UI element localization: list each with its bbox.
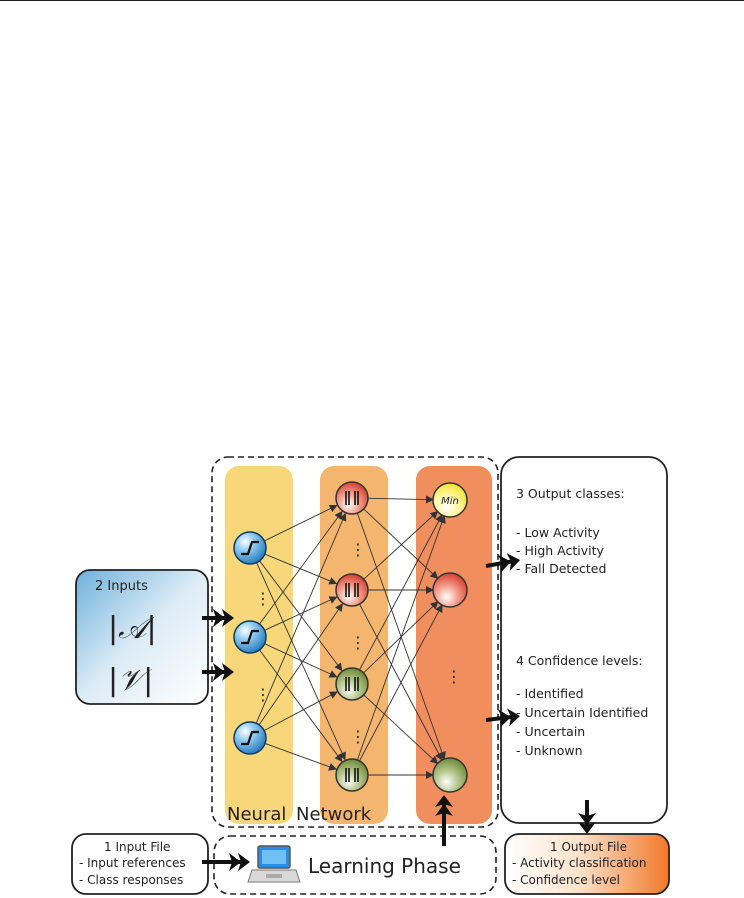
laptop-icon xyxy=(247,845,301,883)
input-neuron-1 xyxy=(233,531,267,565)
confidence-4: - Unknown xyxy=(516,743,583,758)
output-neuron-2 xyxy=(432,572,468,608)
ellipsis-hidden-3: ⋮ xyxy=(350,727,366,746)
confidence-3: - Uncertain xyxy=(516,724,585,739)
connections xyxy=(255,495,446,779)
connection-in0-h2 xyxy=(259,560,343,672)
output-neuron-1: Min xyxy=(432,482,468,518)
arrow-input-v xyxy=(202,663,234,681)
hidden-neuron-1 xyxy=(335,481,369,515)
arrow-to-confidence xyxy=(485,708,520,728)
connection-in0-h3 xyxy=(256,562,346,761)
connection-in2-h2 xyxy=(263,691,338,731)
network-label-neural: Neural xyxy=(227,804,286,825)
connection-in2-h1 xyxy=(258,603,343,726)
connection-in1-h1 xyxy=(264,596,338,631)
ellipsis-hidden-2: ⋮ xyxy=(350,633,366,652)
output-file-title: 1 Output File xyxy=(550,840,627,854)
ellipsis-input-bottom: ⋮ xyxy=(255,685,271,704)
input-magnitude-a: |𝒜| xyxy=(108,611,157,646)
output-file-line-2: - Confidence level xyxy=(512,873,620,887)
connection-h0-out1 xyxy=(363,508,439,580)
connection-h0-out2 xyxy=(356,512,446,760)
hidden-neuron-3 xyxy=(335,667,369,701)
confidence-2: - Uncertain Identified xyxy=(516,705,648,720)
output-class-1: - Low Activity xyxy=(516,525,600,540)
input-magnitude-v: |𝒱| xyxy=(108,663,153,698)
connection-h3-out0 xyxy=(356,515,446,761)
connection-h0-out0 xyxy=(367,495,435,504)
output-class-3: - Fall Detected xyxy=(516,561,606,576)
input-file-line-2: - Class responses xyxy=(79,873,183,887)
connection-in1-h3 xyxy=(259,649,343,763)
min-node-label: Min xyxy=(441,496,459,507)
output-neuron-3 xyxy=(432,757,468,793)
learning-phase-label: Learning Phase xyxy=(308,854,461,878)
confidence-1: - Identified xyxy=(516,686,584,701)
connection-h3-out1 xyxy=(359,604,443,762)
input-neuron-3 xyxy=(233,721,267,755)
top-rule xyxy=(0,0,744,1)
flow-arrows xyxy=(202,553,596,871)
hidden-neuron-2 xyxy=(335,573,369,607)
connection-in1-h2 xyxy=(264,643,338,678)
input-file-line-1: - Input references xyxy=(79,856,186,870)
layer-column-output xyxy=(416,466,492,824)
output-file-line-1: - Activity classification xyxy=(512,856,646,870)
layer-column-hidden xyxy=(320,466,388,824)
outputs-box xyxy=(500,456,668,824)
confidence-title: 4 Confidence levels: xyxy=(516,653,643,668)
connection-in0-h0 xyxy=(264,504,338,542)
output-class-2: - High Activity xyxy=(516,543,605,558)
connection-h1-out0 xyxy=(363,510,439,580)
connection-in1-h0 xyxy=(259,510,343,625)
connection-in2-h3 xyxy=(264,743,337,771)
connection-in2-h0 xyxy=(255,512,347,724)
ellipsis-output: ⋮ xyxy=(446,667,462,686)
arrow-input-file xyxy=(202,853,250,871)
hidden-neuron-4 xyxy=(335,758,369,792)
arrow-to-output-classes xyxy=(485,553,520,573)
connection-h2-out0 xyxy=(359,514,443,671)
neurons: Min xyxy=(233,481,468,793)
arrow-to-output-file xyxy=(578,800,596,834)
output-classes-title: 3 Output classes: xyxy=(516,486,625,501)
network-label-network: Network xyxy=(296,804,372,825)
ellipsis-hidden-1: ⋮ xyxy=(350,540,366,559)
inputs-box xyxy=(75,569,209,705)
input-neuron-2 xyxy=(233,620,267,654)
ellipsis-input-top: ⋮ xyxy=(255,589,271,608)
inputs-title: 2 Inputs xyxy=(95,579,148,594)
input-file-title: 1 Input File xyxy=(104,840,170,854)
arrow-learning-to-network xyxy=(435,795,453,846)
arrow-input-a xyxy=(202,609,234,627)
